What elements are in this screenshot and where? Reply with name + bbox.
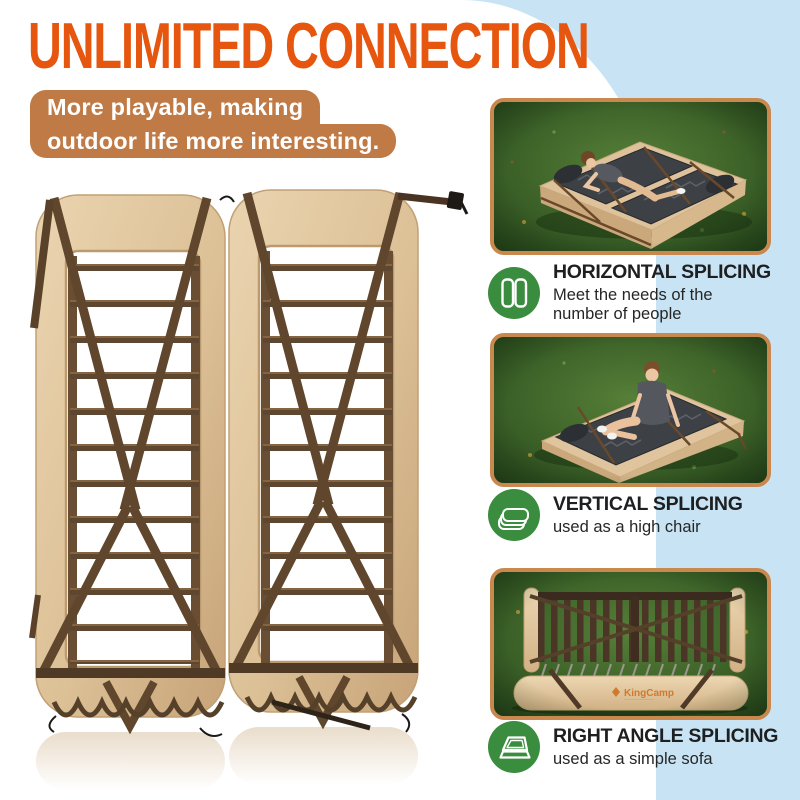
- right-mattress-frame: [228, 189, 469, 730]
- right-angle-splicing-icon: [488, 721, 540, 773]
- top-strap: [397, 192, 453, 206]
- horizontal-splicing-scene: [494, 102, 767, 251]
- vertical-splicing-scene: [494, 337, 767, 483]
- photo-horizontal-splicing: [490, 98, 771, 255]
- folded-mattresses-illustration: [29, 189, 469, 790]
- floor-reflection: [36, 727, 418, 790]
- photo-right-angle-splicing: KingCamp: [490, 568, 771, 720]
- main-product-image: [10, 180, 470, 800]
- feature-text: RIGHT ANGLE SPLICING used as a simple so…: [553, 725, 778, 769]
- feature-description: Meet the needs of the number of people: [553, 286, 713, 324]
- feature-right-angle-splicing: RIGHT ANGLE SPLICING used as a simple so…: [488, 721, 793, 773]
- left-bottom-strap-loops: [51, 696, 225, 718]
- feature-text: VERTICAL SPLICING used as a high chair: [553, 493, 743, 537]
- right-frame-straps: [232, 191, 414, 668]
- strap-buckle: [446, 191, 464, 210]
- photo-vertical-splicing: [490, 333, 771, 487]
- horizontal-splicing-icon: [488, 266, 540, 319]
- feature-text: HORIZONTAL SPLICING Meet the needs of th…: [553, 261, 771, 325]
- feature-description: used as a simple sofa: [553, 749, 713, 768]
- feature-vertical-splicing: VERTICAL SPLICING used as a high chair: [488, 489, 793, 541]
- tie-cords: [48, 195, 411, 737]
- feature-horizontal-splicing: HORIZONTAL SPLICING Meet the needs of th…: [488, 261, 793, 325]
- left-mattress-frame: [29, 194, 226, 735]
- feature-title: VERTICAL SPLICING: [553, 492, 743, 515]
- page-title: UNLIMITED CONNECTION: [28, 9, 590, 82]
- feature-title: RIGHT ANGLE SPLICING: [553, 724, 779, 747]
- left-frame-straps: [39, 196, 221, 673]
- feature-description: used as a high chair: [553, 517, 701, 536]
- right-angle-splicing-scene: KingCamp: [494, 572, 767, 716]
- callout-line-1: More playable, making: [30, 90, 321, 124]
- callout-line-2: outdoor life more interesting.: [30, 124, 397, 158]
- vertical-splicing-icon: [488, 489, 540, 541]
- feature-title: HORIZONTAL SPLICING: [553, 261, 771, 283]
- callout-bubble: More playable, making outdoor life more …: [30, 90, 397, 158]
